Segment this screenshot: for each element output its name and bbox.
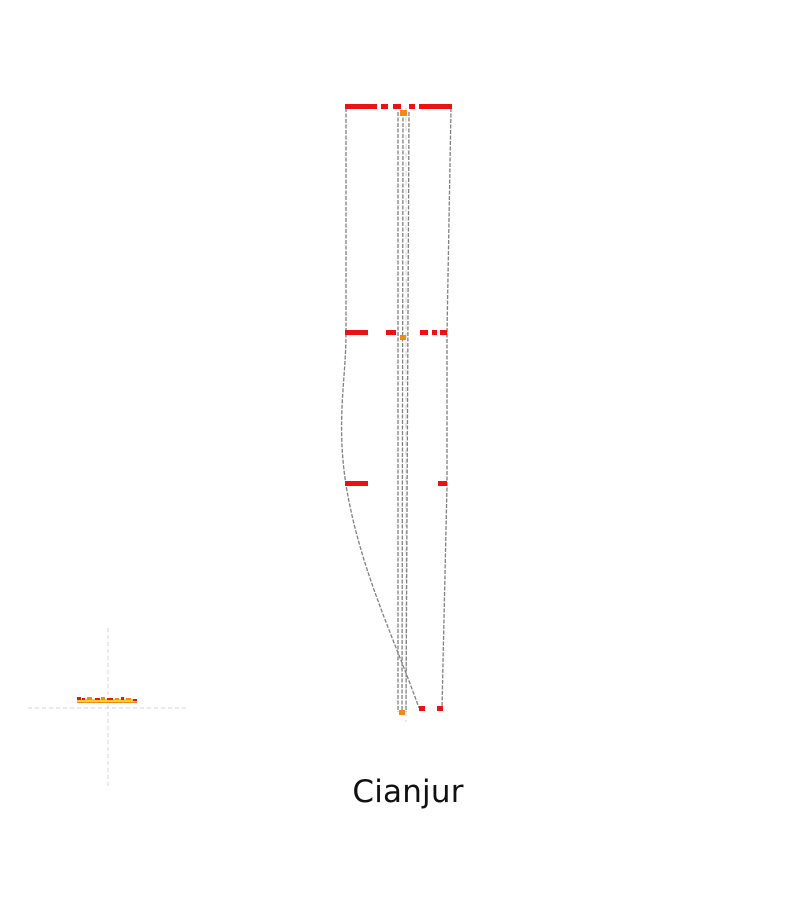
minimap-glyphs (77, 697, 137, 703)
node-middle (400, 335, 406, 340)
level-2-bars (345, 330, 447, 335)
bar-segment (432, 330, 437, 335)
bar-segment (419, 706, 425, 711)
bar-segment (440, 330, 447, 335)
node-top (400, 110, 407, 116)
bar-segment (345, 330, 368, 335)
minimap (28, 628, 188, 788)
bar-segment (393, 104, 401, 109)
bar-segment (437, 706, 443, 711)
diagram-title: Cianjur (352, 774, 464, 810)
bar-segment (438, 481, 447, 486)
link-left-outer (340, 108, 420, 709)
bar-segment (409, 104, 415, 109)
bar-segment (381, 104, 388, 109)
level-3-bars (345, 481, 447, 486)
bar-segment (345, 104, 377, 109)
link-right-outer (441, 107, 452, 709)
bar-segment (420, 330, 428, 335)
level-1-bars (345, 104, 452, 109)
bar-segment (419, 104, 452, 109)
bar-segment (345, 481, 368, 486)
bar-segment (386, 330, 396, 335)
link-center-right (405, 111, 410, 713)
node-bottom (399, 710, 405, 715)
flow-links (340, 107, 452, 713)
level-4-bars (419, 706, 443, 711)
link-center-inner (401, 111, 404, 713)
center-nodes (399, 110, 407, 715)
